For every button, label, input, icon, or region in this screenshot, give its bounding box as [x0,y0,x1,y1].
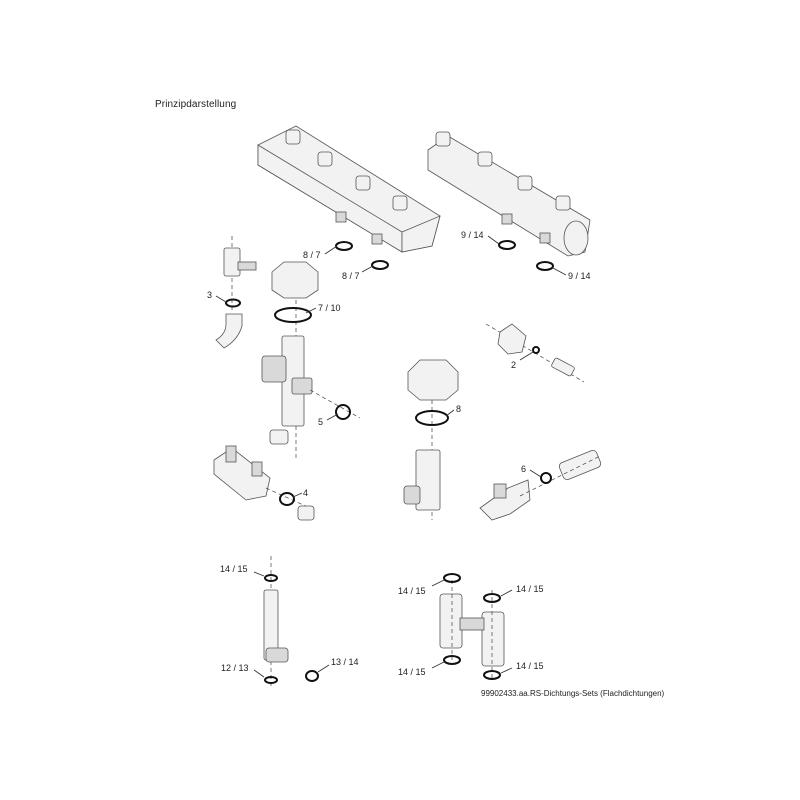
callout-14-15-pipe-top: 14 / 15 [220,564,248,574]
gasket-ring [536,261,554,271]
gasket-ring [305,670,319,682]
callout-9-14-right: 9 / 14 [568,271,591,281]
callout-7-10: 7 / 10 [318,303,341,313]
callout-8: 8 [456,404,461,414]
gasket-ring [274,307,312,323]
manifold-square [257,125,441,253]
leader-lines [215,235,567,678]
double-tee-part [439,580,505,680]
gasket-ring [483,593,501,603]
callout-2: 2 [511,360,516,370]
gasket-ring [498,240,516,250]
document-reference: 99902433.aa.RS-Dichtungs-Sets (Flachdich… [481,689,665,698]
gasket-ring [483,670,501,680]
gasket-ring [335,404,351,420]
gasket-ring [225,298,241,308]
callout-13-14: 13 / 14 [331,657,359,667]
small-fitting-part [485,323,585,383]
callout-14-15-tee-bottom-right: 14 / 15 [516,661,544,671]
gasket-ring [532,346,540,354]
gasket-ring [443,573,461,583]
callout-3: 3 [207,290,212,300]
callout-4: 4 [303,488,308,498]
gasket-ring [335,241,353,251]
gasket-ring [279,492,295,506]
callout-5: 5 [318,417,323,427]
gasket-ring [264,676,278,684]
callout-6: 6 [521,464,526,474]
gasket-ring [443,655,461,665]
callout-14-15-tee-bottom-left: 14 / 15 [398,667,426,677]
angle-valve-part [215,236,257,349]
gasket-ring [415,410,449,426]
gasket-ring [371,260,389,270]
union-pipe-center-part [403,359,459,520]
callout-14-15-tee-top-right: 14 / 15 [516,584,544,594]
tee-fitting-part [479,449,602,521]
union-pipe-part [261,261,361,460]
callout-8-7-upper: 8 / 7 [303,250,321,260]
callout-14-15-tee-top-left: 14 / 15 [398,586,426,596]
callout-12-13: 12 / 13 [221,663,249,673]
vertical-pipe-part [263,556,289,688]
gasket-ring [540,472,552,484]
valve-body-part [213,445,315,521]
diagram-title: Prinzipdarstellung [155,99,237,110]
gasket-ring [264,574,278,582]
manifold-round [427,131,591,257]
callout-9-14-left: 9 / 14 [461,230,484,240]
callout-8-7-lower: 8 / 7 [342,271,360,281]
